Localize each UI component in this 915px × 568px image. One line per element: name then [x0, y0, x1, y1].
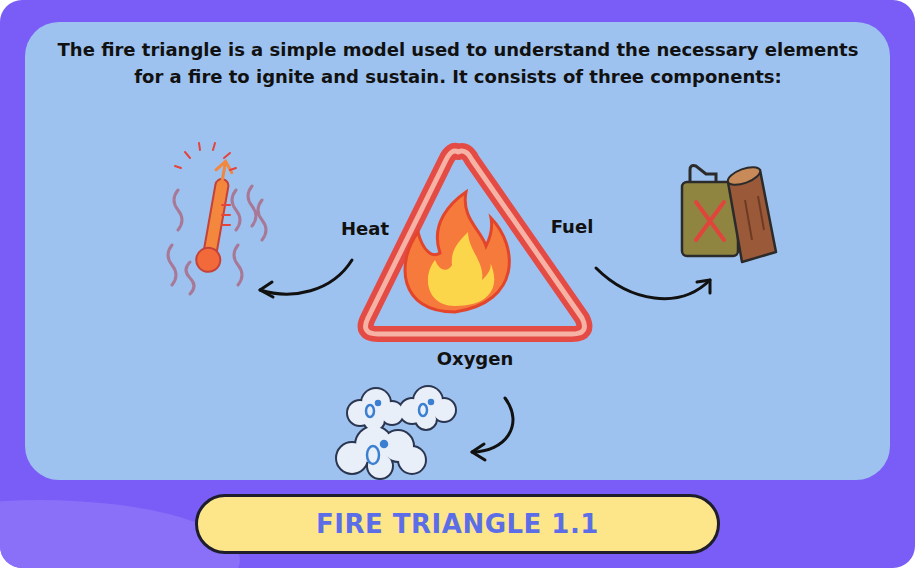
thermometer-bulb: [194, 246, 222, 274]
fuel-arrowhead: [697, 280, 710, 293]
title-text: FIRE TRIANGLE 1.1: [316, 509, 599, 539]
triangle-outline: [366, 151, 585, 334]
log-grain: [745, 196, 764, 240]
cloud-fill: [337, 387, 455, 478]
thermometer-icon: [168, 143, 266, 294]
caption-block: The fire triangle is a simple model used…: [48, 36, 868, 90]
heat-waves: [168, 186, 266, 294]
log-end: [726, 164, 763, 189]
oxygen-arrowhead: [472, 444, 485, 460]
flame-outer: [405, 192, 509, 312]
can-spout: [690, 166, 716, 183]
thermometer-tube: [203, 178, 229, 257]
flame: [405, 192, 509, 312]
component-label: Oxygen: [437, 348, 514, 369]
leader-arrows: [260, 260, 710, 460]
component-label: Heat: [341, 218, 389, 239]
fuel-arrow: [596, 268, 710, 299]
fuel-icon: [682, 164, 776, 262]
title-banner: FIRE TRIANGLE 1.1: [195, 494, 720, 554]
heat-arrowhead: [260, 282, 273, 297]
component-label: Fuel: [551, 216, 594, 237]
triangle-inner-band: [366, 151, 585, 334]
heat-arrow: [260, 260, 352, 294]
fire-triangle: [366, 151, 585, 334]
oxygen-clouds: [337, 387, 455, 478]
caption-text: The fire triangle is a simple model used…: [48, 36, 868, 90]
oxygen-arrow: [472, 398, 513, 452]
can-x-mark: [696, 202, 724, 240]
up-arrow: [213, 160, 233, 188]
flame-inner: [428, 232, 494, 306]
oxygen-symbols: [366, 400, 433, 464]
heat-ticks: [175, 143, 236, 225]
